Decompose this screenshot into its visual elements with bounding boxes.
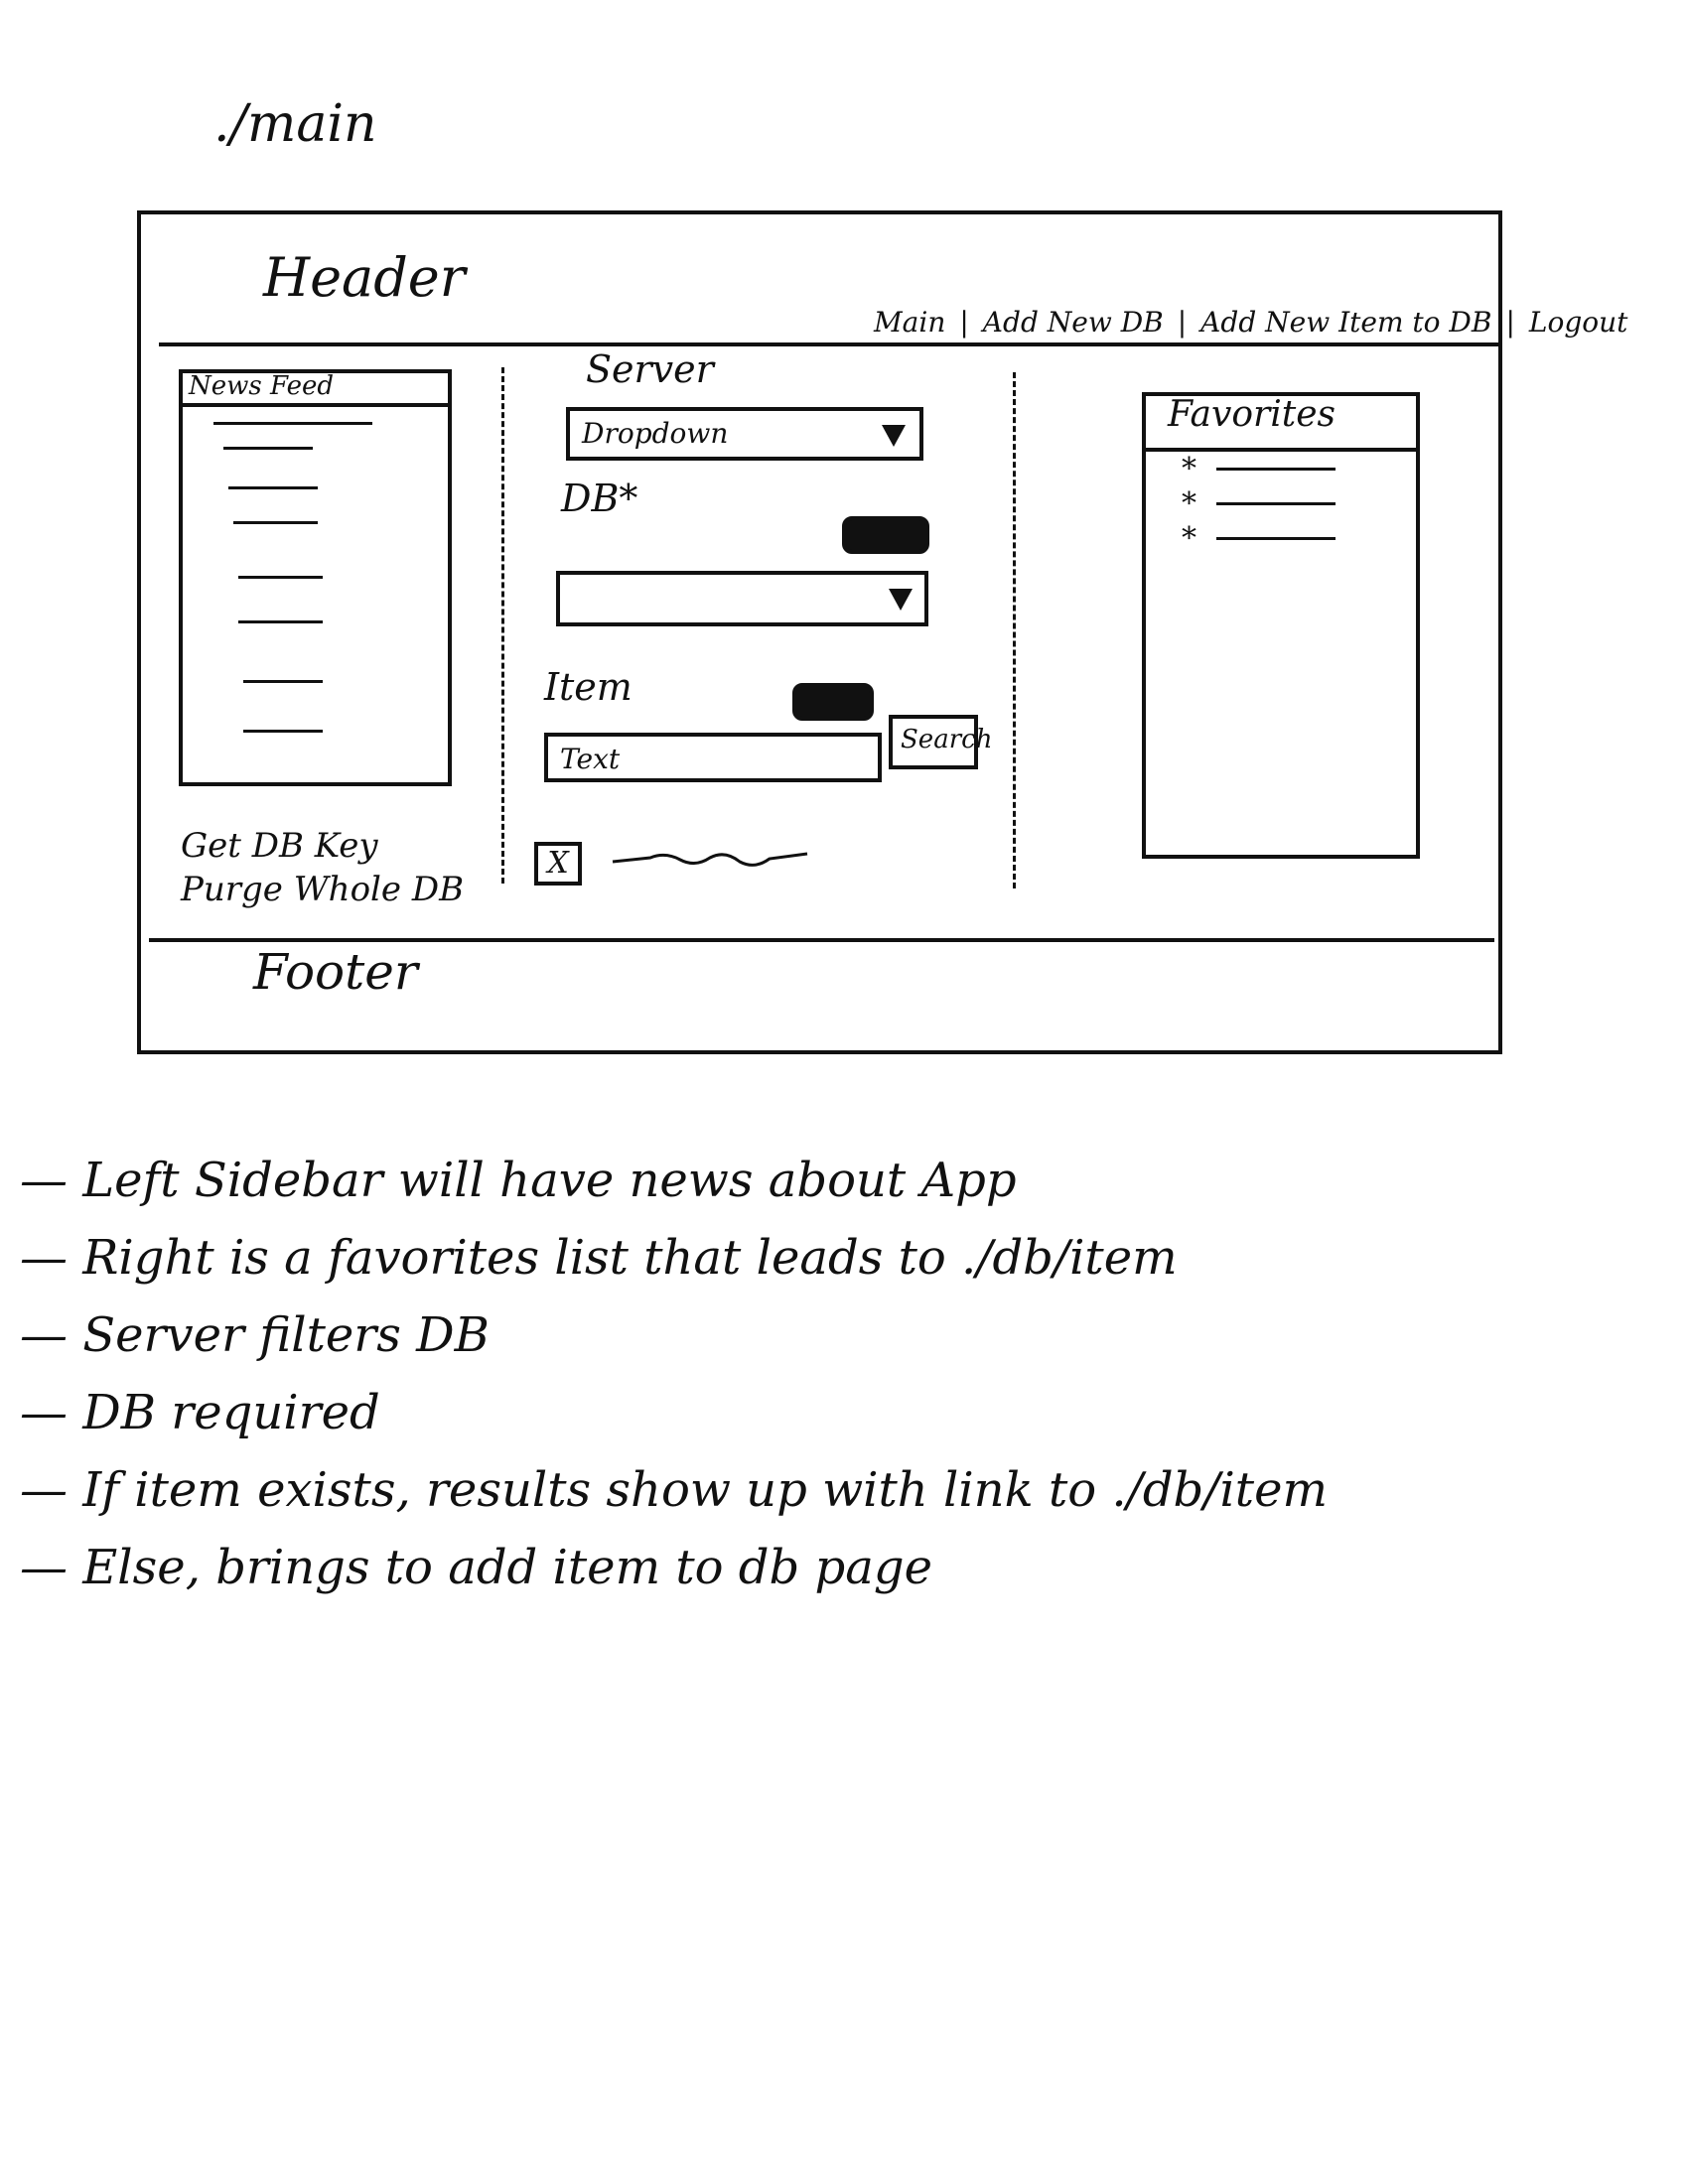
checkbox-label-scribble: [612, 852, 808, 867]
item-input-placeholder: Text: [560, 743, 621, 775]
news-item[interactable]: [223, 447, 313, 450]
chevron-down-icon: [882, 425, 906, 447]
news-item[interactable]: [238, 620, 323, 623]
right-column-divider: [1013, 372, 1016, 888]
favorite-item-line: [1216, 502, 1336, 505]
nav-separator: |: [1177, 306, 1188, 339]
item-action-chip[interactable]: [792, 683, 874, 721]
footer-divider: [149, 938, 1494, 942]
purge-whole-db-link[interactable]: Purge Whole DB: [181, 870, 465, 909]
news-item[interactable]: [228, 486, 318, 489]
item-text-input[interactable]: Text: [544, 733, 882, 782]
left-actions: Get DB Key Purge Whole DB: [181, 824, 464, 911]
nav-add-new-item-link[interactable]: Add New Item to DB: [1200, 306, 1492, 339]
news-item[interactable]: [243, 730, 323, 733]
note-line: — DB required: [20, 1385, 380, 1440]
server-dropdown[interactable]: Dropdown: [566, 407, 923, 461]
nav-logout-link[interactable]: Logout: [1528, 306, 1628, 339]
db-label: DB*: [561, 477, 638, 520]
note-line: — Right is a favorites list that leads t…: [20, 1230, 1178, 1286]
server-label: Server: [586, 347, 714, 391]
favorite-item-line: [1216, 468, 1336, 471]
star-icon: *: [1182, 452, 1196, 486]
favorite-item-line: [1216, 537, 1336, 540]
news-feed-title: News Feed: [181, 371, 450, 407]
favorite-item[interactable]: *: [1182, 521, 1336, 556]
favorite-item[interactable]: *: [1182, 486, 1336, 521]
favorite-item[interactable]: *: [1182, 452, 1336, 486]
server-dropdown-value: Dropdown: [582, 417, 729, 450]
nav-separator: |: [1505, 306, 1515, 339]
nav-add-new-db-link[interactable]: Add New DB: [982, 306, 1164, 339]
header-nav: Main | Add New DB | Add New Item to DB |…: [874, 306, 1627, 339]
note-line: — Server filters DB: [20, 1307, 490, 1363]
news-item[interactable]: [243, 680, 323, 683]
db-dropdown[interactable]: [556, 571, 928, 626]
star-icon: *: [1182, 521, 1196, 556]
note-line: — If item exists, results show up with l…: [20, 1462, 1328, 1518]
news-feed-panel: [179, 369, 452, 786]
star-icon: *: [1182, 486, 1196, 521]
db-action-chip[interactable]: [842, 516, 929, 554]
favorites-panel: [1142, 392, 1420, 859]
nav-separator: |: [959, 306, 969, 339]
page-path-label: ./main: [213, 94, 377, 154]
note-line: — Else, brings to add item to db page: [20, 1540, 932, 1595]
news-item[interactable]: [238, 576, 323, 579]
note-line: — Left Sidebar will have news about App: [20, 1153, 1017, 1208]
search-button[interactable]: Search: [889, 715, 992, 769]
left-column-divider: [501, 367, 504, 884]
chevron-down-icon: [889, 589, 913, 611]
wireframe-frame: [137, 210, 1502, 1054]
item-label: Item: [544, 665, 633, 709]
annotation-notes: — Left Sidebar will have news about App …: [20, 1142, 1328, 1606]
news-item[interactable]: [233, 521, 318, 524]
header-label: Header: [263, 246, 466, 309]
news-item[interactable]: [213, 422, 372, 425]
get-db-key-link[interactable]: Get DB Key: [181, 826, 378, 866]
header-divider: [159, 342, 1499, 346]
purge-checkbox[interactable]: X: [534, 842, 582, 886]
nav-main-link[interactable]: Main: [874, 306, 946, 339]
footer-label: Footer: [253, 943, 418, 1001]
favorites-title: Favorites: [1144, 394, 1418, 452]
